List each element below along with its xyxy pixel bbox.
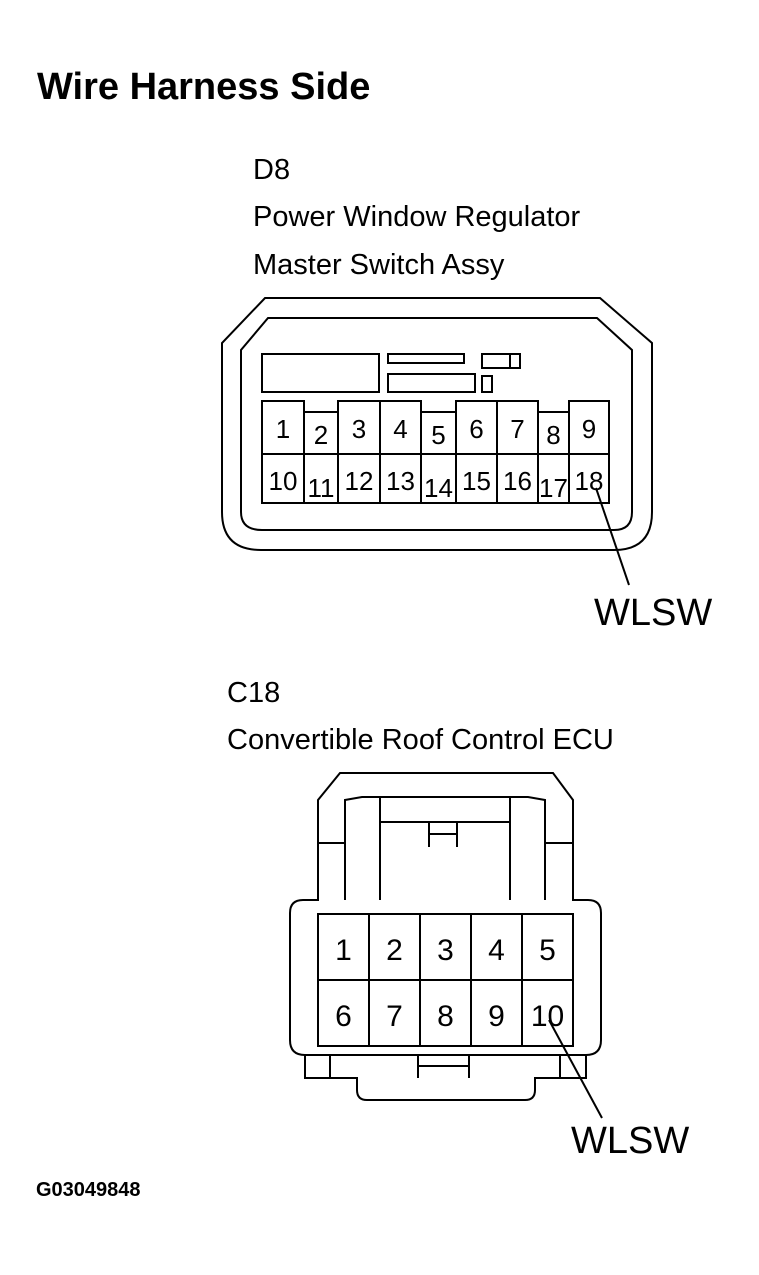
c18-latch-arm [344,796,381,900]
c18-connector-id: C18 [227,677,281,709]
d8-pin-number: 18 [575,466,604,496]
c18-pin-grid: 1 2 3 4 5 6 7 8 9 10 [317,913,574,1047]
d8-pin-number: 4 [393,414,407,444]
c18-pin-number: 7 [386,1000,403,1033]
c18-connector-name: Convertible Roof Control ECU [227,724,614,756]
d8-inner-housing [240,317,633,531]
d8-pin-number: 10 [269,466,298,496]
d8-pin-number: 5 [431,420,445,450]
c18-pin-number: 10 [531,1000,564,1033]
c18-pin-number: 5 [539,934,556,967]
c18-latch-arm-right [509,796,546,900]
c18-bottom-lock [304,1055,587,1101]
page-title: Wire Harness Side [37,66,371,108]
d8-pin-number: 3 [352,414,366,444]
c18-wlsw-leader [548,1019,603,1119]
d8-key-tab-lower [481,375,493,393]
d8-pin-number: 13 [386,466,415,496]
c18-latch-housing [289,772,602,1040]
c18-pin-number: 3 [437,934,454,967]
c18-wlsw-label: WLSW [571,1120,689,1162]
d8-pin-number: 12 [345,466,374,496]
d8-connector [221,297,653,551]
d8-pin-number: 9 [582,414,596,444]
d8-key-slot-wide [387,373,476,393]
d8-outer-housing [221,297,653,551]
c18-pin-cell [521,979,574,1047]
c18-pin-number: 4 [488,934,505,967]
d8-pin-number: 16 [503,466,532,496]
c18-connector [289,772,602,1101]
c18-pin-number: 2 [386,934,403,967]
d8-key-slot-large [261,353,380,393]
c18-base [289,1039,602,1056]
c18-pin-number: 8 [437,1000,454,1033]
c18-pin-number: 1 [335,934,352,967]
c18-pin-number: 9 [488,1000,505,1033]
d8-pin-grid: 1 10 2 11 3 12 4 13 5 14 6 15 7 16 8 17 9 18 [261,400,610,504]
d8-wlsw-label: WLSW [594,592,712,634]
d8-connector-name-line2: Master Switch Assy [253,249,505,281]
d8-pin-number: 1 [276,414,290,444]
d8-pin-number: 11 [308,473,335,503]
d8-pin-number: 2 [314,420,328,450]
d8-pin-number: 7 [510,414,524,444]
d8-key-slot-bar [387,353,465,364]
d8-pin-number: 14 [424,473,453,503]
d8-connector-name-line1: Power Window Regulator [253,201,581,233]
d8-pin-number: 17 [539,473,568,503]
c18-pin-number: 6 [335,1000,352,1033]
d8-pin-number: 15 [462,466,491,496]
d8-wlsw-leader [595,487,630,586]
d8-pin-cell [568,453,610,504]
figure-code: G03049848 [36,1179,141,1201]
d8-pin-number: 6 [469,414,483,444]
d8-pin-number: 8 [546,420,560,450]
d8-connector-id: D8 [253,154,291,186]
d8-key-tab-upper [481,353,521,369]
